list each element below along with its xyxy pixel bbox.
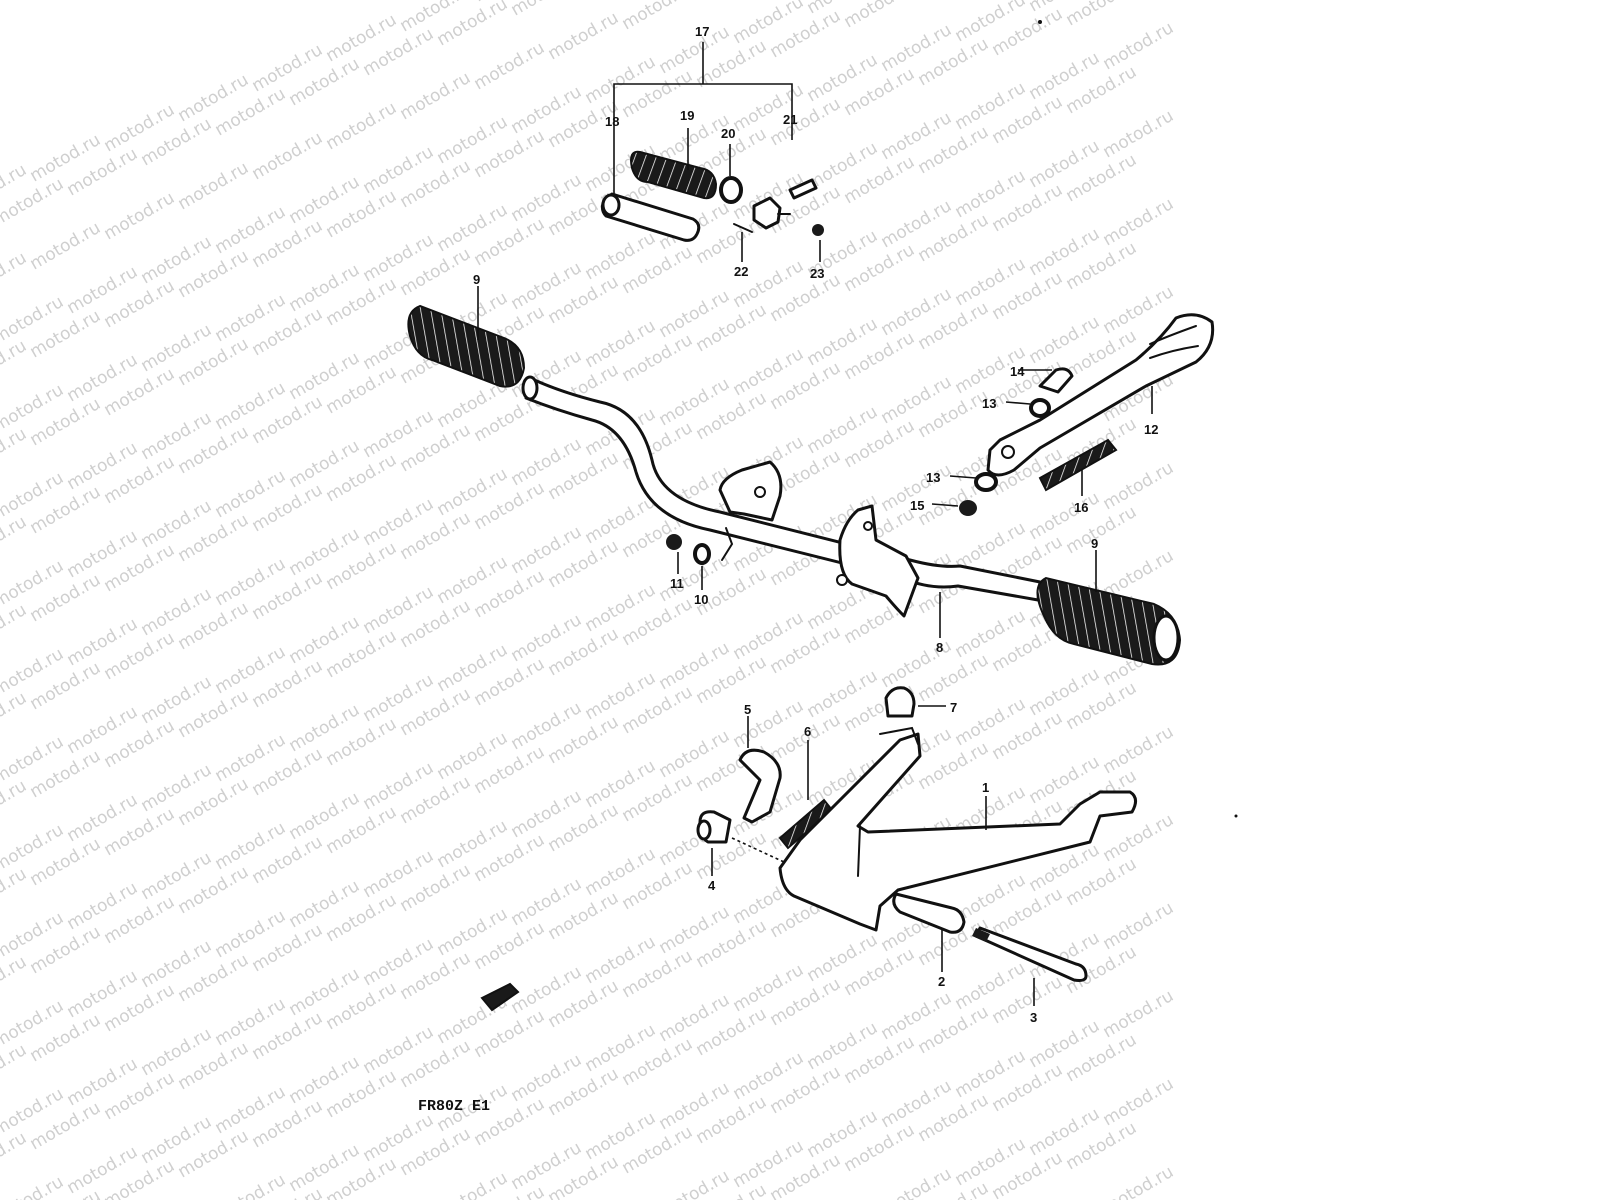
callout-8: 8 [936, 640, 943, 655]
callout-16: 16 [1074, 500, 1088, 515]
watermark-text: motod.ru [508, 0, 586, 20]
watermark-text: motod.ru [1100, 722, 1178, 778]
watermark-text: motod.ru [878, 1164, 956, 1200]
watermark-text: motod.ru [434, 1168, 512, 1200]
watermark-text: motod.ru [1100, 106, 1178, 162]
washer-13-upper [1029, 398, 1051, 418]
callout-15: 15 [910, 498, 924, 513]
stopper-7 [884, 686, 916, 718]
callout-4: 4 [708, 878, 716, 893]
watermark-text: motod.ru [175, 158, 253, 214]
callout-23: 23 [810, 266, 824, 281]
side-stand-group [931, 313, 1215, 516]
mount-bracket-right [838, 504, 920, 618]
bolt-11 [666, 534, 682, 550]
pivot-bolt-3 [974, 926, 1088, 982]
callout-14: 14 [1010, 364, 1025, 379]
watermark-text: motod.ru [545, 8, 623, 64]
footrest-bar-assembly [407, 286, 1182, 666]
callout-21: 21 [783, 112, 797, 127]
footrest-rubber-left [407, 304, 526, 388]
spring-hook-5 [738, 748, 782, 824]
cotter-pin-22 [733, 223, 753, 233]
footrest-clamp [752, 196, 782, 230]
callout-10: 10 [694, 592, 708, 607]
watermark-text: motod.ru [656, 1166, 734, 1200]
watermark-text: motod.ru [249, 128, 327, 184]
callout-11: 11 [670, 576, 684, 591]
callout-13-lower: 13 [926, 470, 940, 485]
watermark-text: motod.ru [1100, 194, 1178, 250]
watermark-text: motod.ru [27, 218, 105, 274]
callout-7: 7 [950, 700, 957, 715]
watermark-text: motod.ru [915, 0, 993, 2]
stopper-rubber-small [480, 982, 520, 1012]
center-stand-group [696, 686, 1137, 1006]
callout-3: 3 [1030, 1010, 1037, 1025]
watermark-text: motod.ru [1063, 0, 1141, 30]
watermark-text: motod.ru [101, 188, 179, 244]
callout-2: 2 [938, 974, 945, 989]
watermark-text: motod.ru [841, 0, 919, 32]
callout-13-upper: 13 [982, 396, 996, 411]
bolt-14 [1038, 367, 1074, 394]
footrest-kit-group [600, 42, 824, 262]
callout-18: 18 [605, 114, 619, 129]
callout-19: 19 [680, 108, 694, 123]
center-stand [778, 732, 1137, 932]
mount-bracket-left [718, 460, 783, 522]
pivot-shaft-2 [892, 892, 966, 934]
watermark-text: motod.ru [1100, 898, 1178, 954]
callout-12: 12 [1144, 422, 1158, 437]
callout-9-left: 9 [473, 272, 480, 287]
bolt-21 [788, 178, 818, 200]
watermark-text: motod.ru [1100, 1162, 1178, 1200]
callout-labels: 17 18 19 20 21 22 23 9 9 8 10 11 12 13 1… [473, 24, 1158, 1025]
washer-13-lower [974, 472, 998, 492]
washer-20 [719, 176, 743, 204]
drawing-code: FR80Z E1 [418, 1098, 490, 1115]
watermark-text: motod.ru [0, 1172, 67, 1200]
callout-17: 17 [695, 24, 709, 39]
watermark-text: motod.ru [1100, 810, 1178, 866]
callout-22: 22 [734, 264, 748, 279]
watermark-layer: motod.rumotod.rumotod.rumotod.rumotod.ru… [0, 0, 1177, 1200]
footrest-rubber-small [630, 150, 718, 200]
watermark-text: motod.ru [397, 68, 475, 124]
callout-6: 6 [804, 724, 811, 739]
watermark-text: motod.ru [471, 38, 549, 94]
callout-20: 20 [721, 126, 735, 141]
watermark-text: motod.ru [1100, 986, 1178, 1042]
watermark-text: motod.ru [1100, 1074, 1178, 1130]
watermark-text: motod.ru [1100, 458, 1178, 514]
watermark-text: motod.ru [323, 98, 401, 154]
watermark-text: motod.ru [212, 1170, 290, 1200]
callout-1: 1 [982, 780, 989, 795]
watermark-text: motod.ru [693, 0, 771, 4]
nut-23 [812, 224, 824, 236]
watermark-text: motod.ru [619, 0, 697, 34]
callout-9-right: 9 [1091, 536, 1098, 551]
washer-10 [693, 543, 711, 565]
watermark-text: motod.ru [1100, 18, 1178, 74]
callout-5: 5 [744, 702, 751, 717]
spring-16 [1038, 438, 1118, 492]
nut-15 [959, 500, 977, 516]
